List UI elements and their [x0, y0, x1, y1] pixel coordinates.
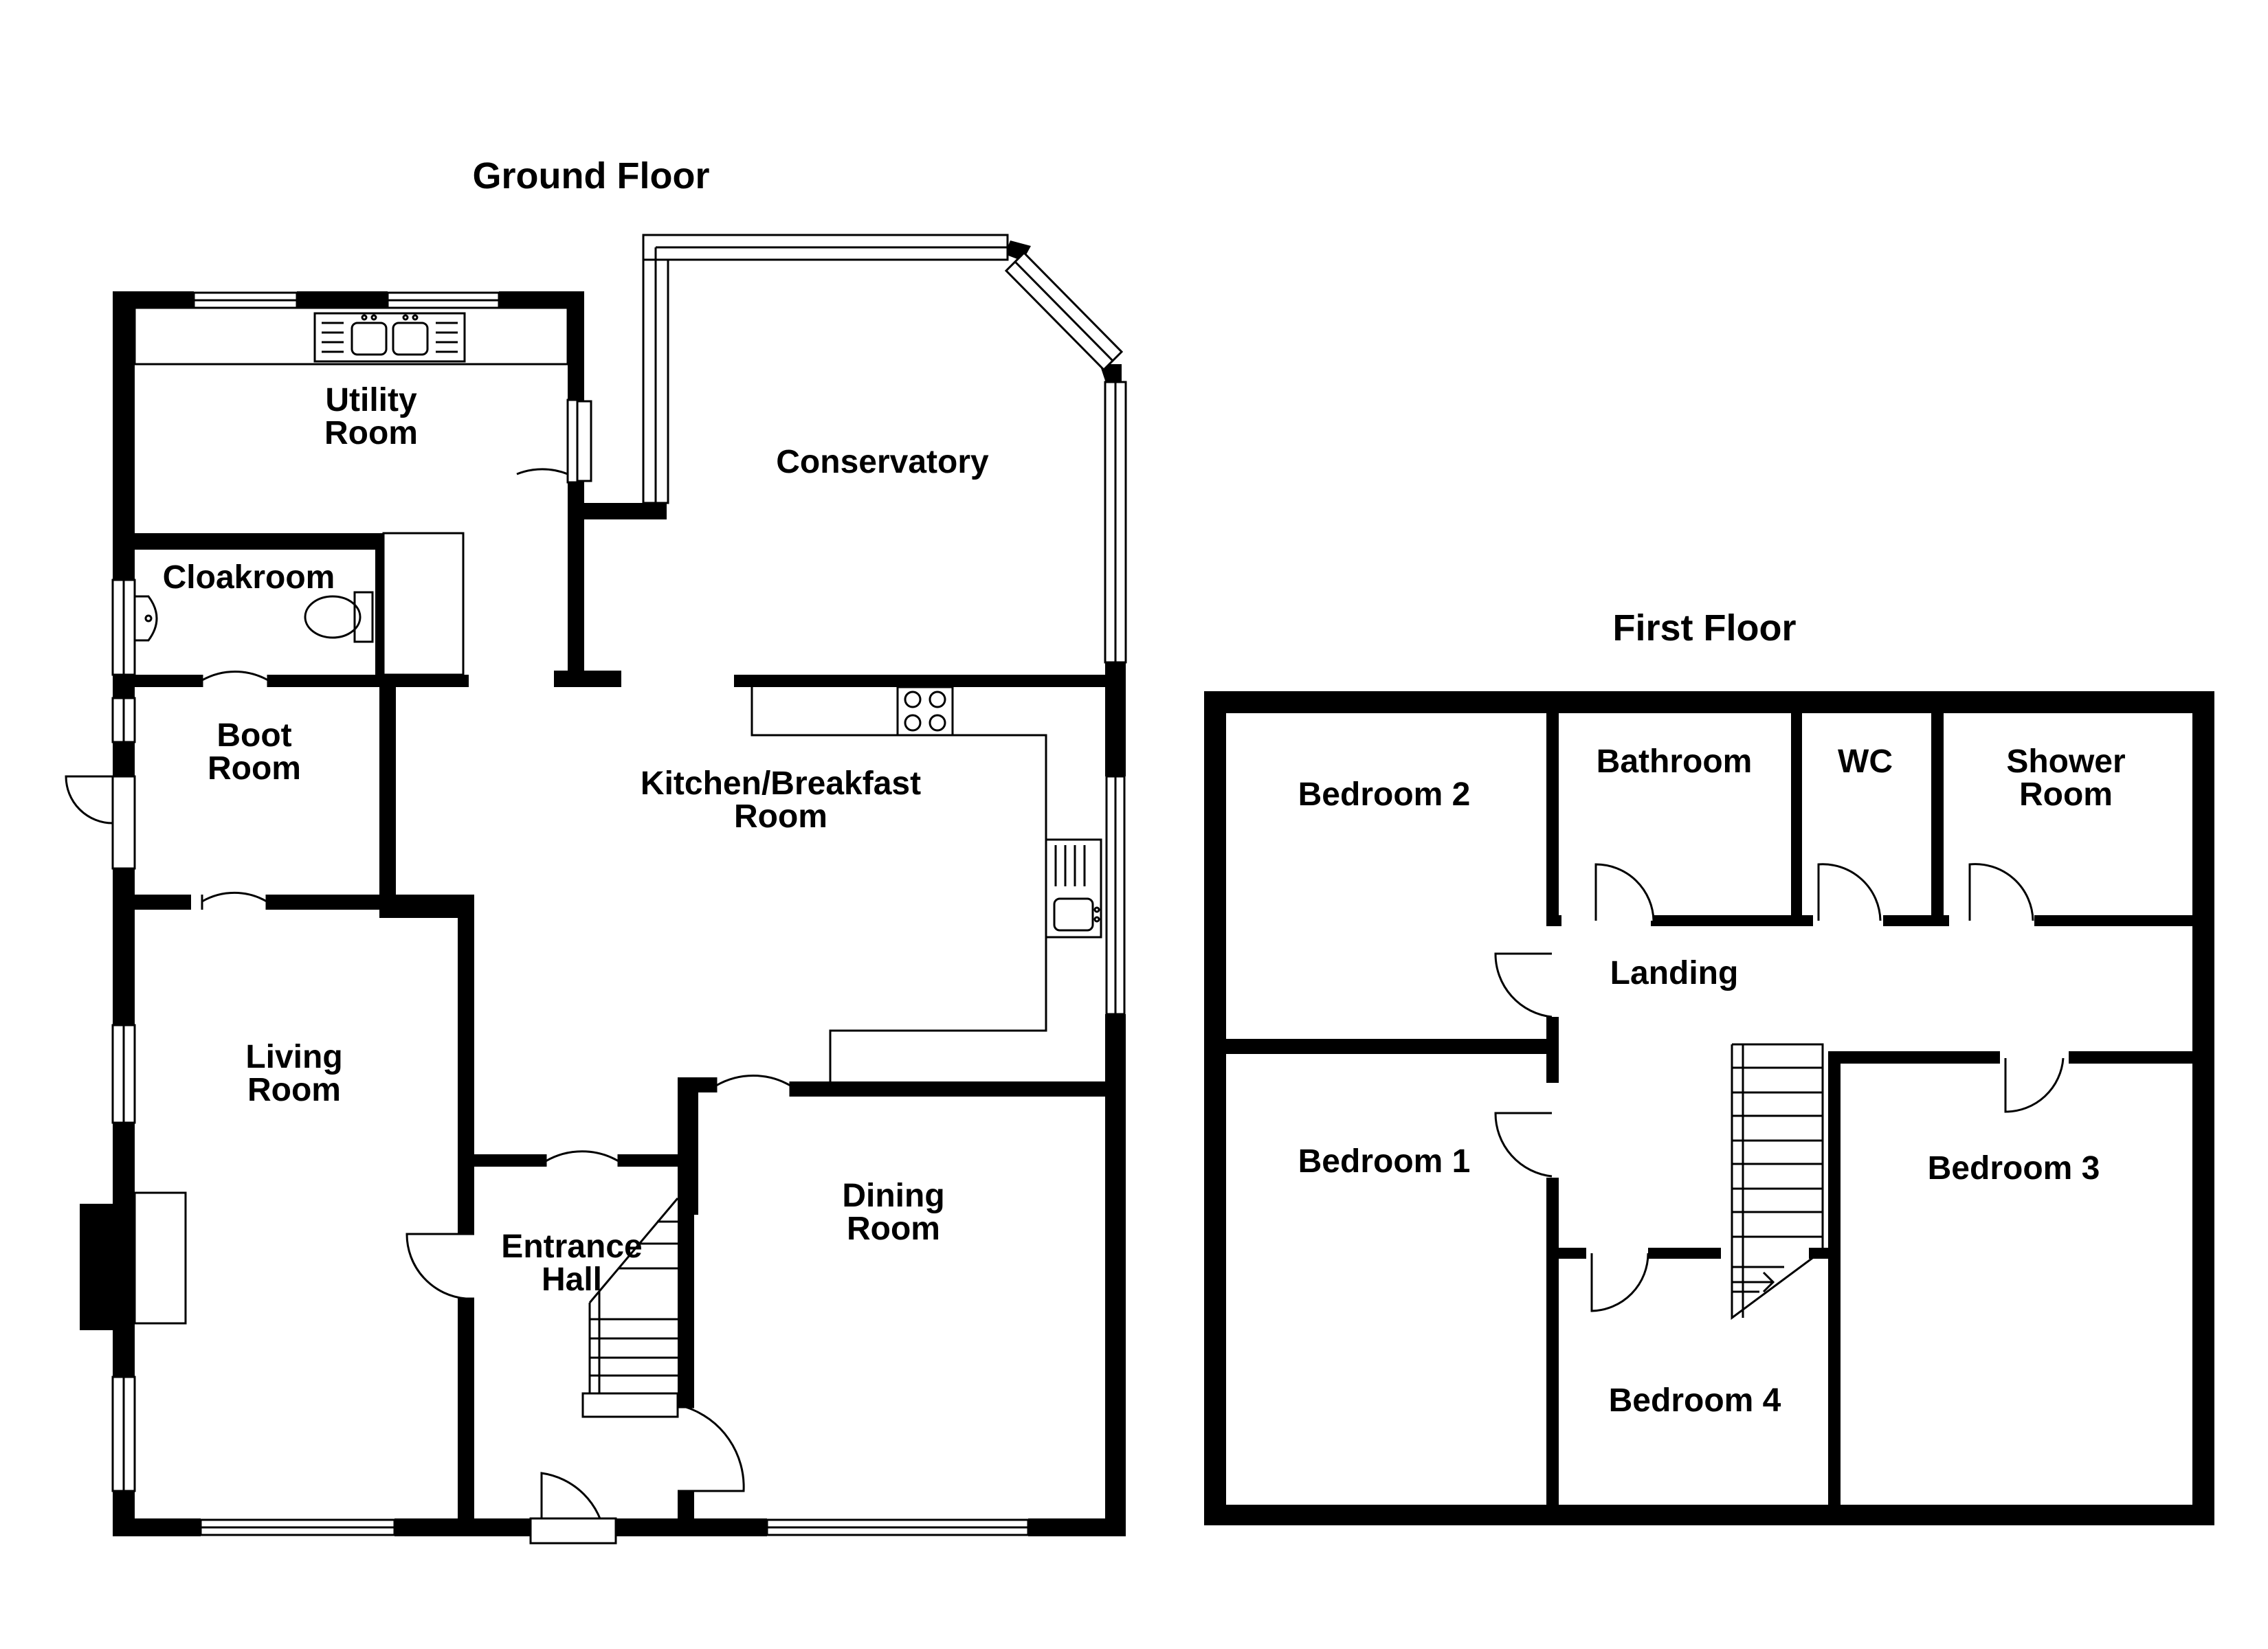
label-bedroom-3: Bedroom 3 [1928, 1150, 2100, 1187]
ground-floor-walls [80, 240, 1126, 1536]
label-wc: WC [1838, 743, 1893, 780]
label-cloakroom: Cloakroom [163, 559, 335, 596]
ground-floor-doors [65, 399, 792, 1545]
label-bedroom-2: Bedroom 2 [1298, 776, 1471, 813]
ground-floor-windows [111, 234, 1127, 1536]
label-bedroom-4: Bedroom 4 [1609, 1382, 1781, 1419]
ground-floor-fixtures [133, 306, 1102, 1418]
first-floor-stairs [1731, 1043, 1824, 1320]
label-landing: Landing [1610, 955, 1739, 991]
label-conservatory: Conservatory [776, 444, 989, 480]
first-floor-doors [1494, 863, 2065, 1312]
ground-floor-title: Ground Floor [473, 155, 710, 197]
label-bedroom-1: Bedroom 1 [1298, 1143, 1471, 1180]
first-floor-title: First Floor [1613, 607, 1797, 649]
first-floor-walls [1204, 691, 2214, 1525]
label-bathroom: Bathroom [1597, 743, 1753, 780]
